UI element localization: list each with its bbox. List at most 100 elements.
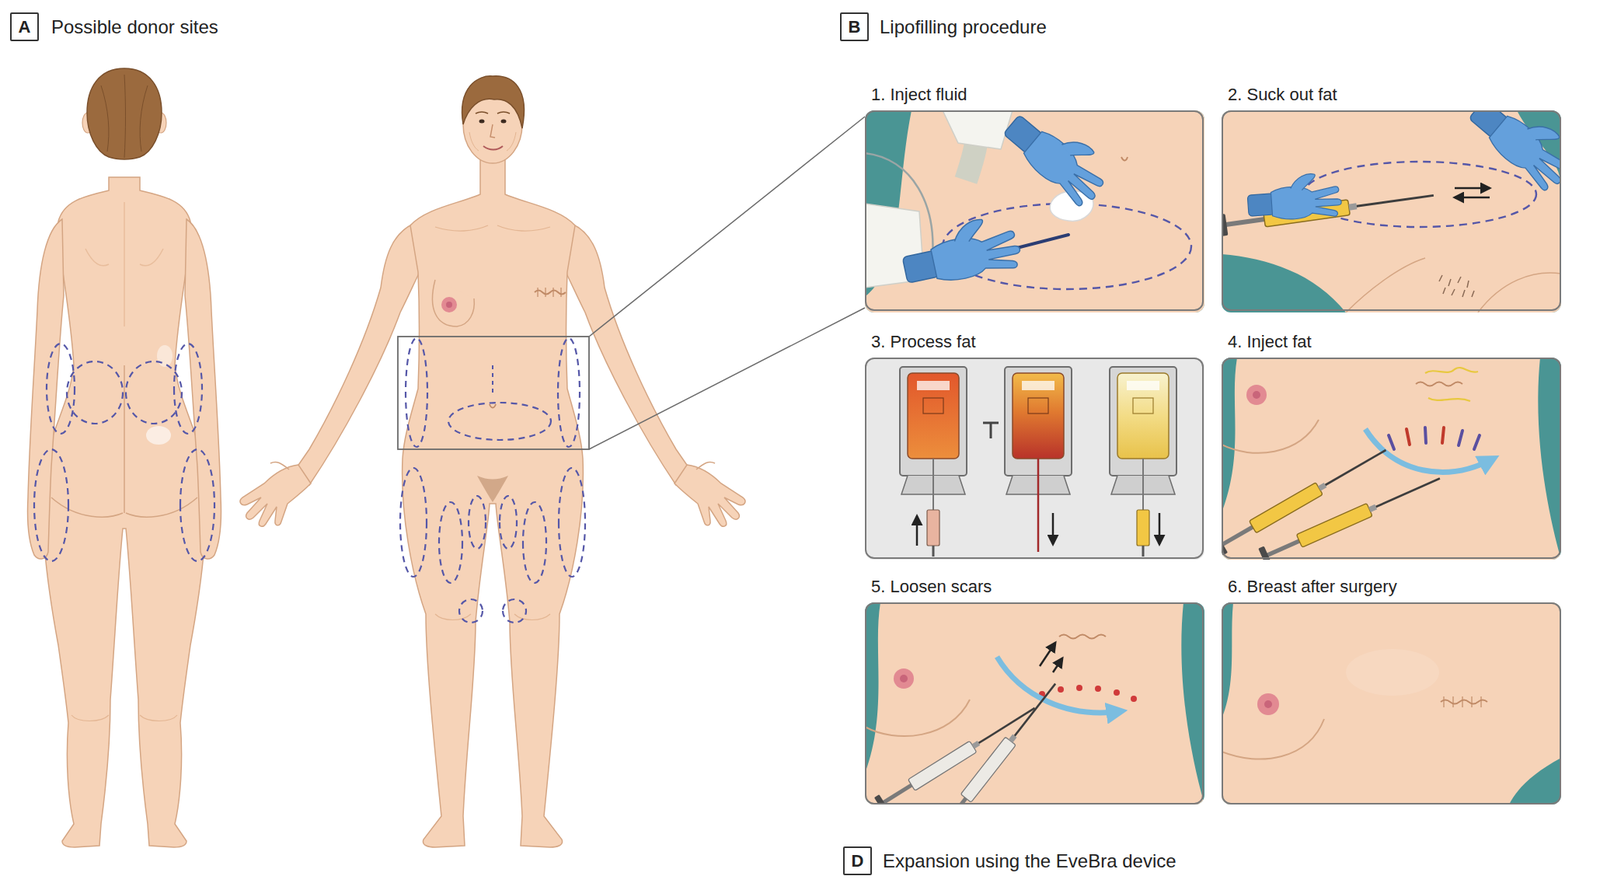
panel-illustration — [1059, 634, 1106, 639]
panel-heading: 6. Breast after surgery — [1225, 575, 1400, 598]
panel-illustration — [1474, 435, 1480, 450]
centrifuge-bag — [899, 366, 967, 557]
centrifuge-bag — [1004, 366, 1072, 552]
front-view-figure — [483, 146, 503, 150]
panel-illustration — [1415, 382, 1463, 387]
zoom-line — [589, 116, 865, 450]
panel-heading: 4. Inject fat — [1225, 331, 1315, 353]
panel-letter: B — [840, 12, 869, 42]
panel-illustration — [893, 668, 914, 689]
front-view-figure — [499, 338, 586, 623]
panel-illustration — [942, 110, 1013, 150]
front-view-figure — [501, 119, 507, 124]
centrifuge-bag — [1028, 397, 1049, 414]
centrifuge-bag — [1158, 512, 1161, 544]
back-view-figure — [41, 177, 206, 848]
panel-illustration — [1246, 171, 1343, 223]
panel-illustration — [1057, 686, 1064, 693]
panel-illustration — [864, 357, 1205, 560]
panel-illustration — [1439, 275, 1475, 297]
panel-illustration — [1221, 602, 1562, 805]
centrifuge-bag — [932, 458, 935, 510]
panel-letter-text: B — [848, 17, 862, 38]
front-view-figure — [240, 76, 865, 848]
panel-illustration — [1221, 357, 1562, 560]
panel-illustration — [1388, 427, 1480, 450]
front-view-figure — [432, 279, 475, 327]
front-view-figure — [435, 613, 551, 621]
step-panel: 6. Breast after surgery — [1221, 602, 1562, 805]
back-view-figure — [85, 248, 164, 266]
front-view-figure — [462, 76, 525, 129]
back-view-figure — [123, 365, 126, 513]
front-view-figure — [469, 132, 516, 151]
clamp-symbol — [983, 422, 999, 439]
front-view-figure — [479, 119, 485, 124]
centrifuge-bag — [1052, 512, 1055, 544]
panel-illustration — [1221, 718, 1325, 760]
front-view-figure — [477, 475, 509, 502]
front-view-figure — [240, 223, 420, 527]
label-holder: Lipofilling procedure — [879, 15, 1047, 39]
panel-illustration — [1458, 430, 1463, 446]
panel-illustration — [1425, 427, 1426, 443]
panel-letter: A — [10, 12, 39, 42]
back-view-figure — [34, 343, 123, 562]
label-holder: Possible donor sites — [51, 15, 219, 39]
centrifuge-bag — [1117, 372, 1169, 459]
panel-illustration — [1345, 648, 1440, 696]
back-view-figure — [156, 345, 173, 367]
panel-illustration — [1264, 700, 1273, 708]
panel-illustration — [1221, 602, 1562, 805]
panel-letter-text: A — [18, 17, 32, 38]
panel-illustration — [864, 699, 970, 736]
step-panel: 2. Suck out fat — [1221, 110, 1562, 311]
centrifuge-bag — [927, 509, 940, 546]
centrifuge-bag — [1012, 372, 1064, 459]
centrifuge-bag — [932, 545, 935, 557]
front-view-figure — [475, 111, 510, 114]
panel-illustration — [864, 357, 1205, 560]
step-panel: 4. Inject fat — [1221, 357, 1562, 559]
front-view-figure — [400, 338, 486, 623]
panel-illustration — [1252, 390, 1261, 399]
panel-illustration — [1076, 684, 1083, 691]
panel-title: Expansion using the EveBra device — [882, 849, 1177, 873]
panel-illustration — [1221, 357, 1562, 560]
front-view-figure — [402, 155, 584, 848]
panel-illustration — [1257, 693, 1280, 715]
panel-illustration — [864, 602, 1205, 805]
centrifuge-bag — [1132, 397, 1154, 414]
panel-heading: 2. Suck out fat — [1225, 83, 1340, 106]
front-view-figure — [435, 225, 551, 231]
panel-illustration — [1121, 156, 1128, 161]
back-view-figure — [71, 714, 178, 722]
step-panel: 3. Process fat — [864, 357, 1204, 559]
centrifuge-bag — [1109, 366, 1177, 557]
panel-illustration — [1221, 357, 1562, 560]
panel-illustration — [1442, 427, 1444, 443]
panel-illustration — [1454, 187, 1490, 190]
panel-letter: D — [843, 846, 872, 875]
panel-illustration — [1130, 695, 1137, 702]
panel-illustration — [874, 700, 1040, 805]
centrifuge-bag — [1142, 458, 1144, 510]
panel-heading: 3. Process fat — [868, 331, 979, 353]
front-view-figure — [490, 124, 495, 138]
panel-illustration — [1258, 469, 1444, 560]
panel-illustration — [1052, 658, 1063, 673]
front-view-figure — [489, 404, 496, 408]
panel-illustration — [1113, 689, 1120, 696]
back-view-figure — [146, 425, 171, 445]
back-view-figure — [87, 68, 162, 160]
panel-illustration — [1221, 419, 1319, 454]
panel-illustration — [1094, 685, 1102, 692]
back-view-figure — [125, 343, 215, 562]
zoom-frame — [397, 336, 590, 450]
panel-illustration — [1440, 700, 1488, 705]
panel-illustration — [1221, 110, 1562, 313]
panel-title: Lipofilling procedure — [879, 15, 1047, 39]
centrifuge-bag — [1021, 380, 1055, 391]
panel-heading: 1. Inject fluid — [868, 83, 970, 106]
